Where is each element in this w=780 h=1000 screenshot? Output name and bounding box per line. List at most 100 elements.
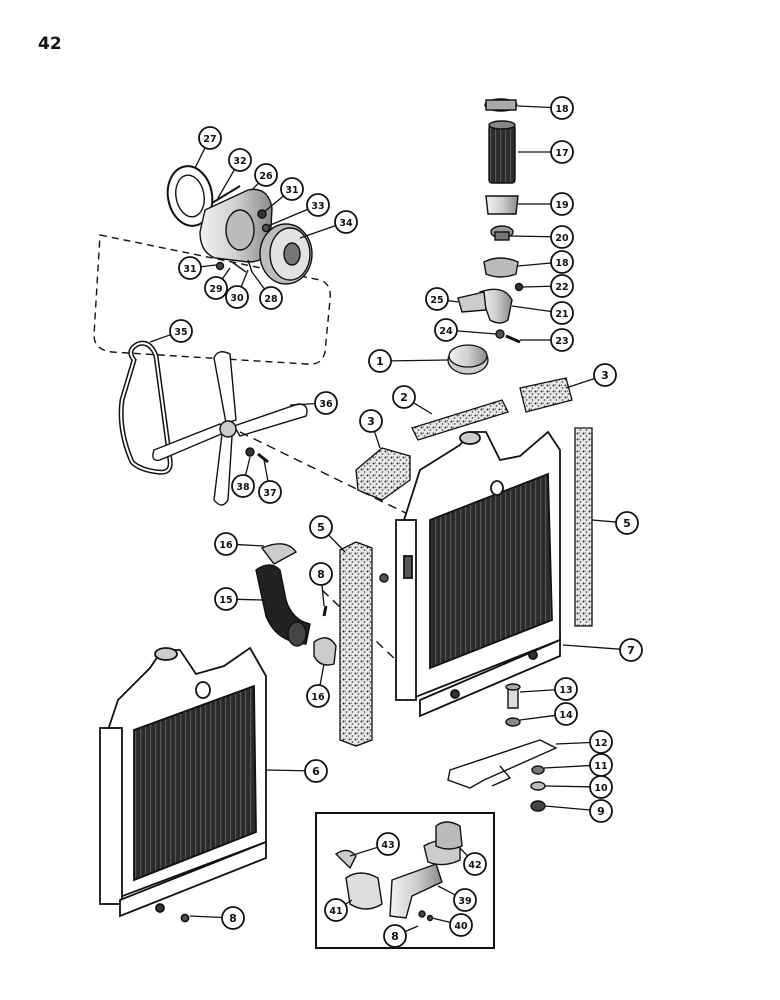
- callout-c30: 30: [225, 269, 249, 309]
- callout-bubble: [589, 775, 613, 799]
- callout-c1: 1: [368, 349, 449, 373]
- callout-label: 38: [236, 482, 250, 493]
- callout-c14: 14: [519, 702, 578, 726]
- callout-c34: 34: [299, 210, 358, 239]
- leader-line: [591, 519, 617, 523]
- leader-line: [459, 847, 468, 857]
- callout-label: 23: [555, 336, 568, 347]
- callout-bubble: [554, 677, 578, 701]
- callout-bubble: [593, 363, 617, 387]
- leader-line: [373, 431, 381, 449]
- callout-bubble: [314, 391, 338, 415]
- callout-label: 37: [263, 488, 276, 499]
- leader-line: [349, 846, 378, 857]
- callout-bubble: [169, 319, 193, 343]
- callout-bubble: [449, 913, 473, 937]
- callout-c3a: 3: [565, 363, 617, 389]
- leader-line: [251, 182, 259, 191]
- callout-c7: 7: [562, 638, 643, 662]
- leader-line: [240, 269, 249, 288]
- callout-bubble: [198, 126, 222, 150]
- callout-c25: 25: [425, 287, 459, 311]
- callout-c12: 12: [555, 730, 613, 754]
- callout-bubble: [359, 409, 383, 433]
- leader-line: [522, 285, 552, 288]
- callout-c2: 2: [392, 385, 433, 415]
- callout-label: 6: [312, 765, 320, 778]
- callout-bubble: [453, 888, 477, 912]
- leader-line: [517, 262, 552, 267]
- callout-bubble: [214, 532, 238, 556]
- callout-bubble: [383, 924, 407, 948]
- callout-c18a: 18: [517, 96, 574, 120]
- callout-bubble: [254, 163, 278, 187]
- callout-label: 9: [597, 805, 605, 818]
- callout-label: 42: [468, 860, 481, 871]
- callout-label: 28: [264, 294, 278, 305]
- callout-c3b: 3: [359, 409, 383, 449]
- callout-label: 3: [367, 415, 375, 428]
- callout-c40: 40: [431, 913, 473, 937]
- callout-label: 36: [319, 399, 333, 410]
- callout-c33: 33: [267, 193, 330, 227]
- callout-label: 15: [219, 595, 232, 606]
- callout-bubble: [589, 730, 613, 754]
- leader-line: [236, 598, 263, 601]
- callout-bubble: [550, 140, 574, 164]
- callout-bubble: [178, 256, 202, 280]
- callout-bubble: [619, 638, 643, 662]
- callout-c29: 29: [204, 267, 231, 300]
- leader-line: [265, 769, 306, 772]
- leader-line: [244, 456, 251, 476]
- leader-line: [431, 917, 451, 924]
- belt-path-outline: [93, 234, 331, 365]
- callout-c41: 41: [324, 898, 353, 922]
- callout-c5a: 5: [309, 515, 346, 553]
- callout-label: 17: [555, 148, 568, 159]
- callout-c19: 19: [518, 192, 574, 216]
- callout-label: 8: [229, 912, 237, 925]
- leader-line: [200, 264, 217, 268]
- callout-c43: 43: [349, 832, 400, 857]
- callout-bubble: [463, 852, 487, 876]
- leader-line: [217, 169, 236, 199]
- callout-bubble: [550, 250, 574, 274]
- callout-bubble: [368, 349, 392, 373]
- leader-line: [289, 402, 316, 406]
- leader-line: [437, 885, 456, 896]
- callout-c27: 27: [194, 126, 222, 169]
- water-pump-group: [93, 165, 421, 661]
- callout-bubble: [304, 759, 328, 783]
- leader-line: [555, 741, 591, 745]
- callout-bubble: [425, 287, 449, 311]
- leader-line: [511, 305, 552, 313]
- callout-label: 41: [329, 906, 342, 917]
- callout-bubble: [309, 562, 333, 586]
- callout-bubble: [615, 511, 639, 535]
- leader-line: [390, 359, 449, 362]
- callout-c21: 21: [511, 301, 574, 325]
- callout-c38: 38: [231, 456, 255, 498]
- callout-label: 5: [623, 517, 631, 530]
- callout-label: 40: [454, 921, 468, 932]
- callout-c8b: 8: [189, 906, 245, 930]
- callout-label: 33: [311, 201, 324, 212]
- callout-c16a: 16: [214, 532, 265, 556]
- leader-line: [189, 915, 223, 919]
- leader-line: [149, 334, 171, 343]
- hose-group: [255, 543, 389, 666]
- leader-line: [299, 224, 336, 239]
- callout-label: 8: [391, 930, 399, 943]
- callout-label: 8: [317, 568, 325, 581]
- cooling-fan-shape: [152, 351, 308, 506]
- leader-line: [321, 584, 325, 607]
- callout-c24: 24: [434, 318, 497, 342]
- callout-label: 18: [555, 104, 569, 115]
- inset-detail-box: [315, 812, 495, 949]
- radiator-rear: [395, 430, 561, 718]
- leader-line: [456, 330, 497, 335]
- cap-and-seals: [339, 344, 593, 747]
